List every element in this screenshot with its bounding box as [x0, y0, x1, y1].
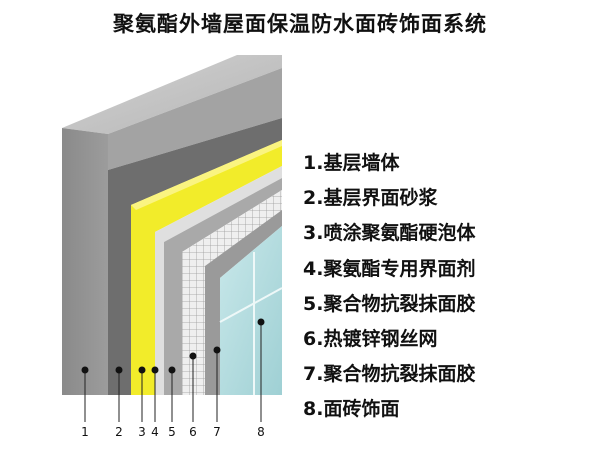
legend-item: 4.聚氨酯专用界面剂: [303, 254, 475, 289]
steel-mesh-layer: [182, 190, 282, 395]
leader-label-4: 4: [151, 425, 159, 439]
legend-number: 6.: [303, 327, 324, 350]
outer-anti-crack-layer: [205, 210, 282, 395]
layer-legend: 1.基层墙体 2.基层界面砂浆 3.喷涂聚氨酯硬泡体 4.聚氨酯专用界面剂 5.…: [303, 148, 475, 430]
legend-number: 1.: [303, 152, 324, 174]
legend-text: 热镀锌钢丝网: [323, 327, 438, 350]
leader-4: 4: [151, 366, 159, 439]
leader-6: 6: [189, 352, 197, 439]
legend-text: 基层墙体: [323, 152, 400, 174]
leader-label-2: 2: [115, 425, 123, 439]
legend-number: 5.: [303, 292, 324, 315]
leader-7: 7: [213, 346, 221, 439]
legend-number: 3.: [303, 222, 324, 245]
polyurethane-foam-edge: [131, 140, 282, 210]
legend-text: 聚合物抗裂抹面胶: [323, 363, 476, 386]
legend-text: 聚合物抗裂抹面胶: [323, 292, 476, 315]
legend-item: 7.聚合物抗裂抹面胶: [303, 359, 475, 394]
legend-number: 2.: [303, 187, 324, 210]
base-wall-front: [62, 128, 108, 395]
legend-text: 面砖饰面: [323, 398, 400, 421]
base-wall-side: [108, 68, 282, 170]
legend-text: 基层界面砂浆: [323, 187, 438, 210]
leader-2: 2: [115, 366, 123, 439]
polyurethane-foam-layer: [131, 140, 282, 395]
tile-finish-layer: [220, 226, 282, 395]
legend-text: 喷涂聚氨酯硬泡体: [323, 222, 476, 245]
diagram-title: 聚氨酯外墙屋面保温防水面砖饰面系统: [113, 12, 487, 36]
base-wall-top: [62, 55, 282, 134]
leader-5: 5: [168, 366, 176, 439]
legend-number: 8.: [303, 398, 324, 421]
leader-label-8: 8: [257, 425, 265, 439]
leader-1: 1: [81, 366, 89, 439]
legend-item: 6.热镀锌钢丝网: [303, 324, 475, 359]
leader-label-6: 6: [189, 425, 197, 439]
leader-label-1: 1: [81, 425, 89, 439]
leader-8: 8: [257, 318, 265, 439]
legend-item: 8.面砖饰面: [303, 394, 475, 429]
leader-label-3: 3: [138, 425, 146, 439]
legend-number: 4.: [303, 257, 324, 280]
legend-item: 3.喷涂聚氨酯硬泡体: [303, 218, 475, 253]
leader-3: 3: [138, 366, 146, 439]
tile-joint: [219, 287, 283, 323]
legend-number: 7.: [303, 363, 324, 386]
legend-item: 2.基层界面砂浆: [303, 183, 475, 218]
anti-crack-mortar-layer: [164, 178, 282, 395]
leader-label-5: 5: [168, 425, 176, 439]
interface-mortar-layer: [108, 118, 282, 395]
legend-item: 5.聚合物抗裂抹面胶: [303, 289, 475, 324]
legend-text: 聚氨酯专用界面剂: [323, 257, 476, 280]
primer-layer: [155, 166, 282, 395]
legend-item: 1.基层墙体: [303, 148, 475, 183]
leader-label-7: 7: [213, 425, 221, 439]
